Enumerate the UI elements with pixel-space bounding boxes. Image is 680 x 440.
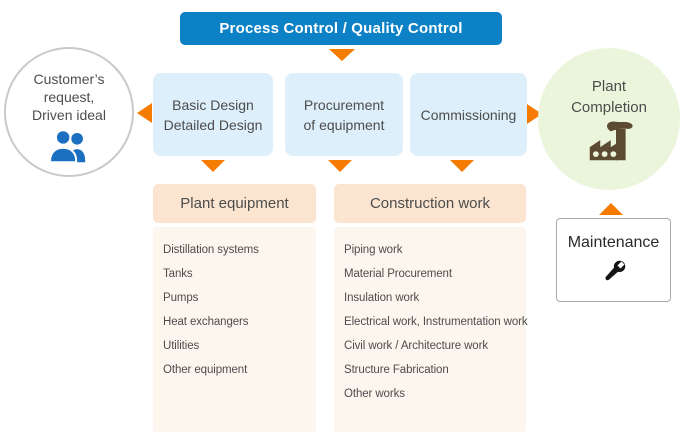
arrow-down-icon	[329, 49, 355, 61]
list-item: Pumps	[163, 292, 199, 304]
list-item: Electrical work, Instrumentation work	[344, 316, 528, 328]
construction-work-title: Construction work	[369, 195, 491, 212]
maintenance-box: Maintenance	[556, 218, 671, 302]
people-icon	[49, 129, 86, 164]
arrow-down-icon	[450, 160, 474, 172]
list-item: Heat exchangers	[163, 316, 249, 328]
arrow-left-icon	[137, 103, 152, 123]
process-box-commissioning: Commissioning	[410, 73, 527, 156]
banner-label: Process Control / Quality Control	[219, 20, 463, 37]
list-item: Tanks	[163, 268, 193, 280]
list-item: Other works	[344, 388, 405, 400]
construction-work-header: Construction work	[334, 184, 526, 223]
arrow-down-icon	[328, 160, 352, 172]
list-item: Utilities	[163, 340, 200, 352]
plant-equipment-header: Plant equipment	[153, 184, 316, 223]
list-item: Other equipment	[163, 364, 248, 376]
process-box-label: Commissioning	[420, 106, 517, 123]
arrow-down-icon	[201, 160, 225, 172]
plant-equipment-title: Plant equipment	[180, 195, 289, 212]
list-item: Distillation systems	[163, 244, 259, 256]
process-quality-control-banner: Process Control / Quality Control	[180, 12, 502, 45]
list-item: Structure Fabrication	[344, 364, 449, 376]
list-item: Insulation work	[344, 292, 420, 304]
arrow-up-icon	[599, 203, 623, 215]
maintenance-label: Maintenance	[567, 233, 660, 251]
list-item: Civil work / Architecture work	[344, 340, 488, 352]
list-item: Piping work	[344, 244, 403, 256]
wrench-icon	[604, 260, 625, 280]
list-item: Material Procurement	[344, 268, 452, 280]
factory-icon	[589, 121, 633, 161]
